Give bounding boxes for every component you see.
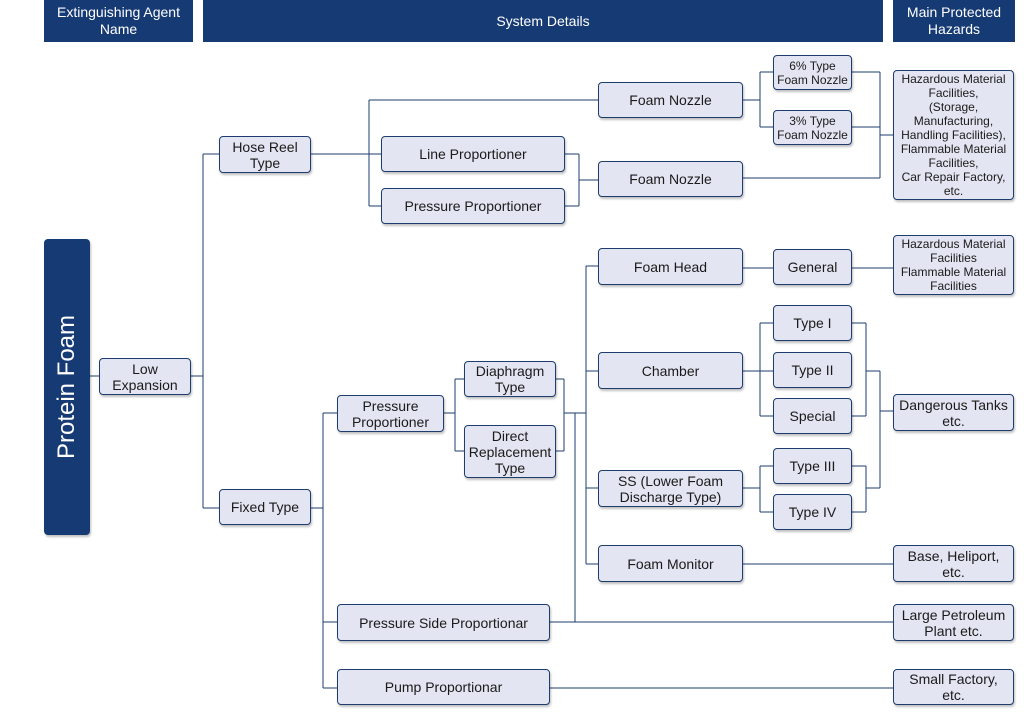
connector xyxy=(565,153,598,207)
connector xyxy=(550,413,893,623)
node-pressure-proportioner-fixed: Pressure Proportioner xyxy=(337,395,444,432)
connector xyxy=(191,153,219,509)
root-label: Protein Foam xyxy=(53,314,80,460)
connector xyxy=(311,99,598,207)
header-main-hazards: Main Protected Hazards xyxy=(893,0,1015,42)
connector xyxy=(743,71,893,179)
node-fixed-type: Fixed Type xyxy=(219,489,311,525)
connector xyxy=(743,71,773,128)
node-foam-monitor: Foam Monitor xyxy=(598,545,743,582)
node-type-1: Type I xyxy=(773,305,852,341)
node-ss-lower-foam-discharge: SS (Lower Foam Discharge Type) xyxy=(598,470,743,507)
node-low-expansion: Low Expansion xyxy=(99,358,191,395)
node-hose-reel-type: Hose Reel Type xyxy=(219,136,311,173)
hazard-base-heliport: Base, Heliport, etc. xyxy=(893,545,1014,582)
node-type-2: Type II xyxy=(773,352,852,388)
node-line-proportioner: Line Proportioner xyxy=(381,136,565,172)
connector xyxy=(585,265,598,565)
connector xyxy=(444,378,464,452)
node-general: General xyxy=(773,249,852,285)
node-pressure-proportioner-hose: Pressure Proportioner xyxy=(381,188,565,224)
header-system-details: System Details xyxy=(203,0,883,42)
node-diaphragm-type: Diaphragm Type xyxy=(464,361,556,397)
node-foam-nozzle-1: Foam Nozzle xyxy=(598,82,743,118)
hazard-hose-reel: Hazardous Material Facilities, (Storage,… xyxy=(893,70,1014,200)
hazard-large-petroleum: Large Petroleum Plant etc. xyxy=(893,604,1014,641)
node-type-3: Type III xyxy=(773,448,852,484)
node-direct-replacement-type: Direct Replacement Type xyxy=(464,425,556,478)
node-special: Special xyxy=(773,398,852,434)
node-foam-head: Foam Head xyxy=(598,248,743,285)
node-6-percent-nozzle: 6% Type Foam Nozzle xyxy=(773,55,852,90)
connector xyxy=(743,322,773,417)
hazard-small-factory: Small Factory, etc. xyxy=(893,669,1014,705)
node-pump-proportionar: Pump Proportionar xyxy=(337,669,550,705)
node-pressure-side-proportionar: Pressure Side Proportionar xyxy=(337,604,550,641)
root-protein-foam: Protein Foam xyxy=(44,239,90,535)
node-foam-nozzle-2: Foam Nozzle xyxy=(598,161,743,197)
connector xyxy=(311,412,337,689)
hazard-foam-head: Hazardous Material Facilities Flammable … xyxy=(893,235,1014,295)
hazard-dangerous-tanks: Dangerous Tanks etc. xyxy=(893,394,1014,431)
connector xyxy=(743,465,773,513)
header-agent-name: Extinguishing Agent Name xyxy=(44,0,193,42)
node-type-4: Type IV xyxy=(773,494,852,530)
node-chamber: Chamber xyxy=(598,352,743,389)
connector xyxy=(556,378,586,452)
connector xyxy=(852,322,893,513)
node-3-percent-nozzle: 3% Type Foam Nozzle xyxy=(773,110,852,145)
